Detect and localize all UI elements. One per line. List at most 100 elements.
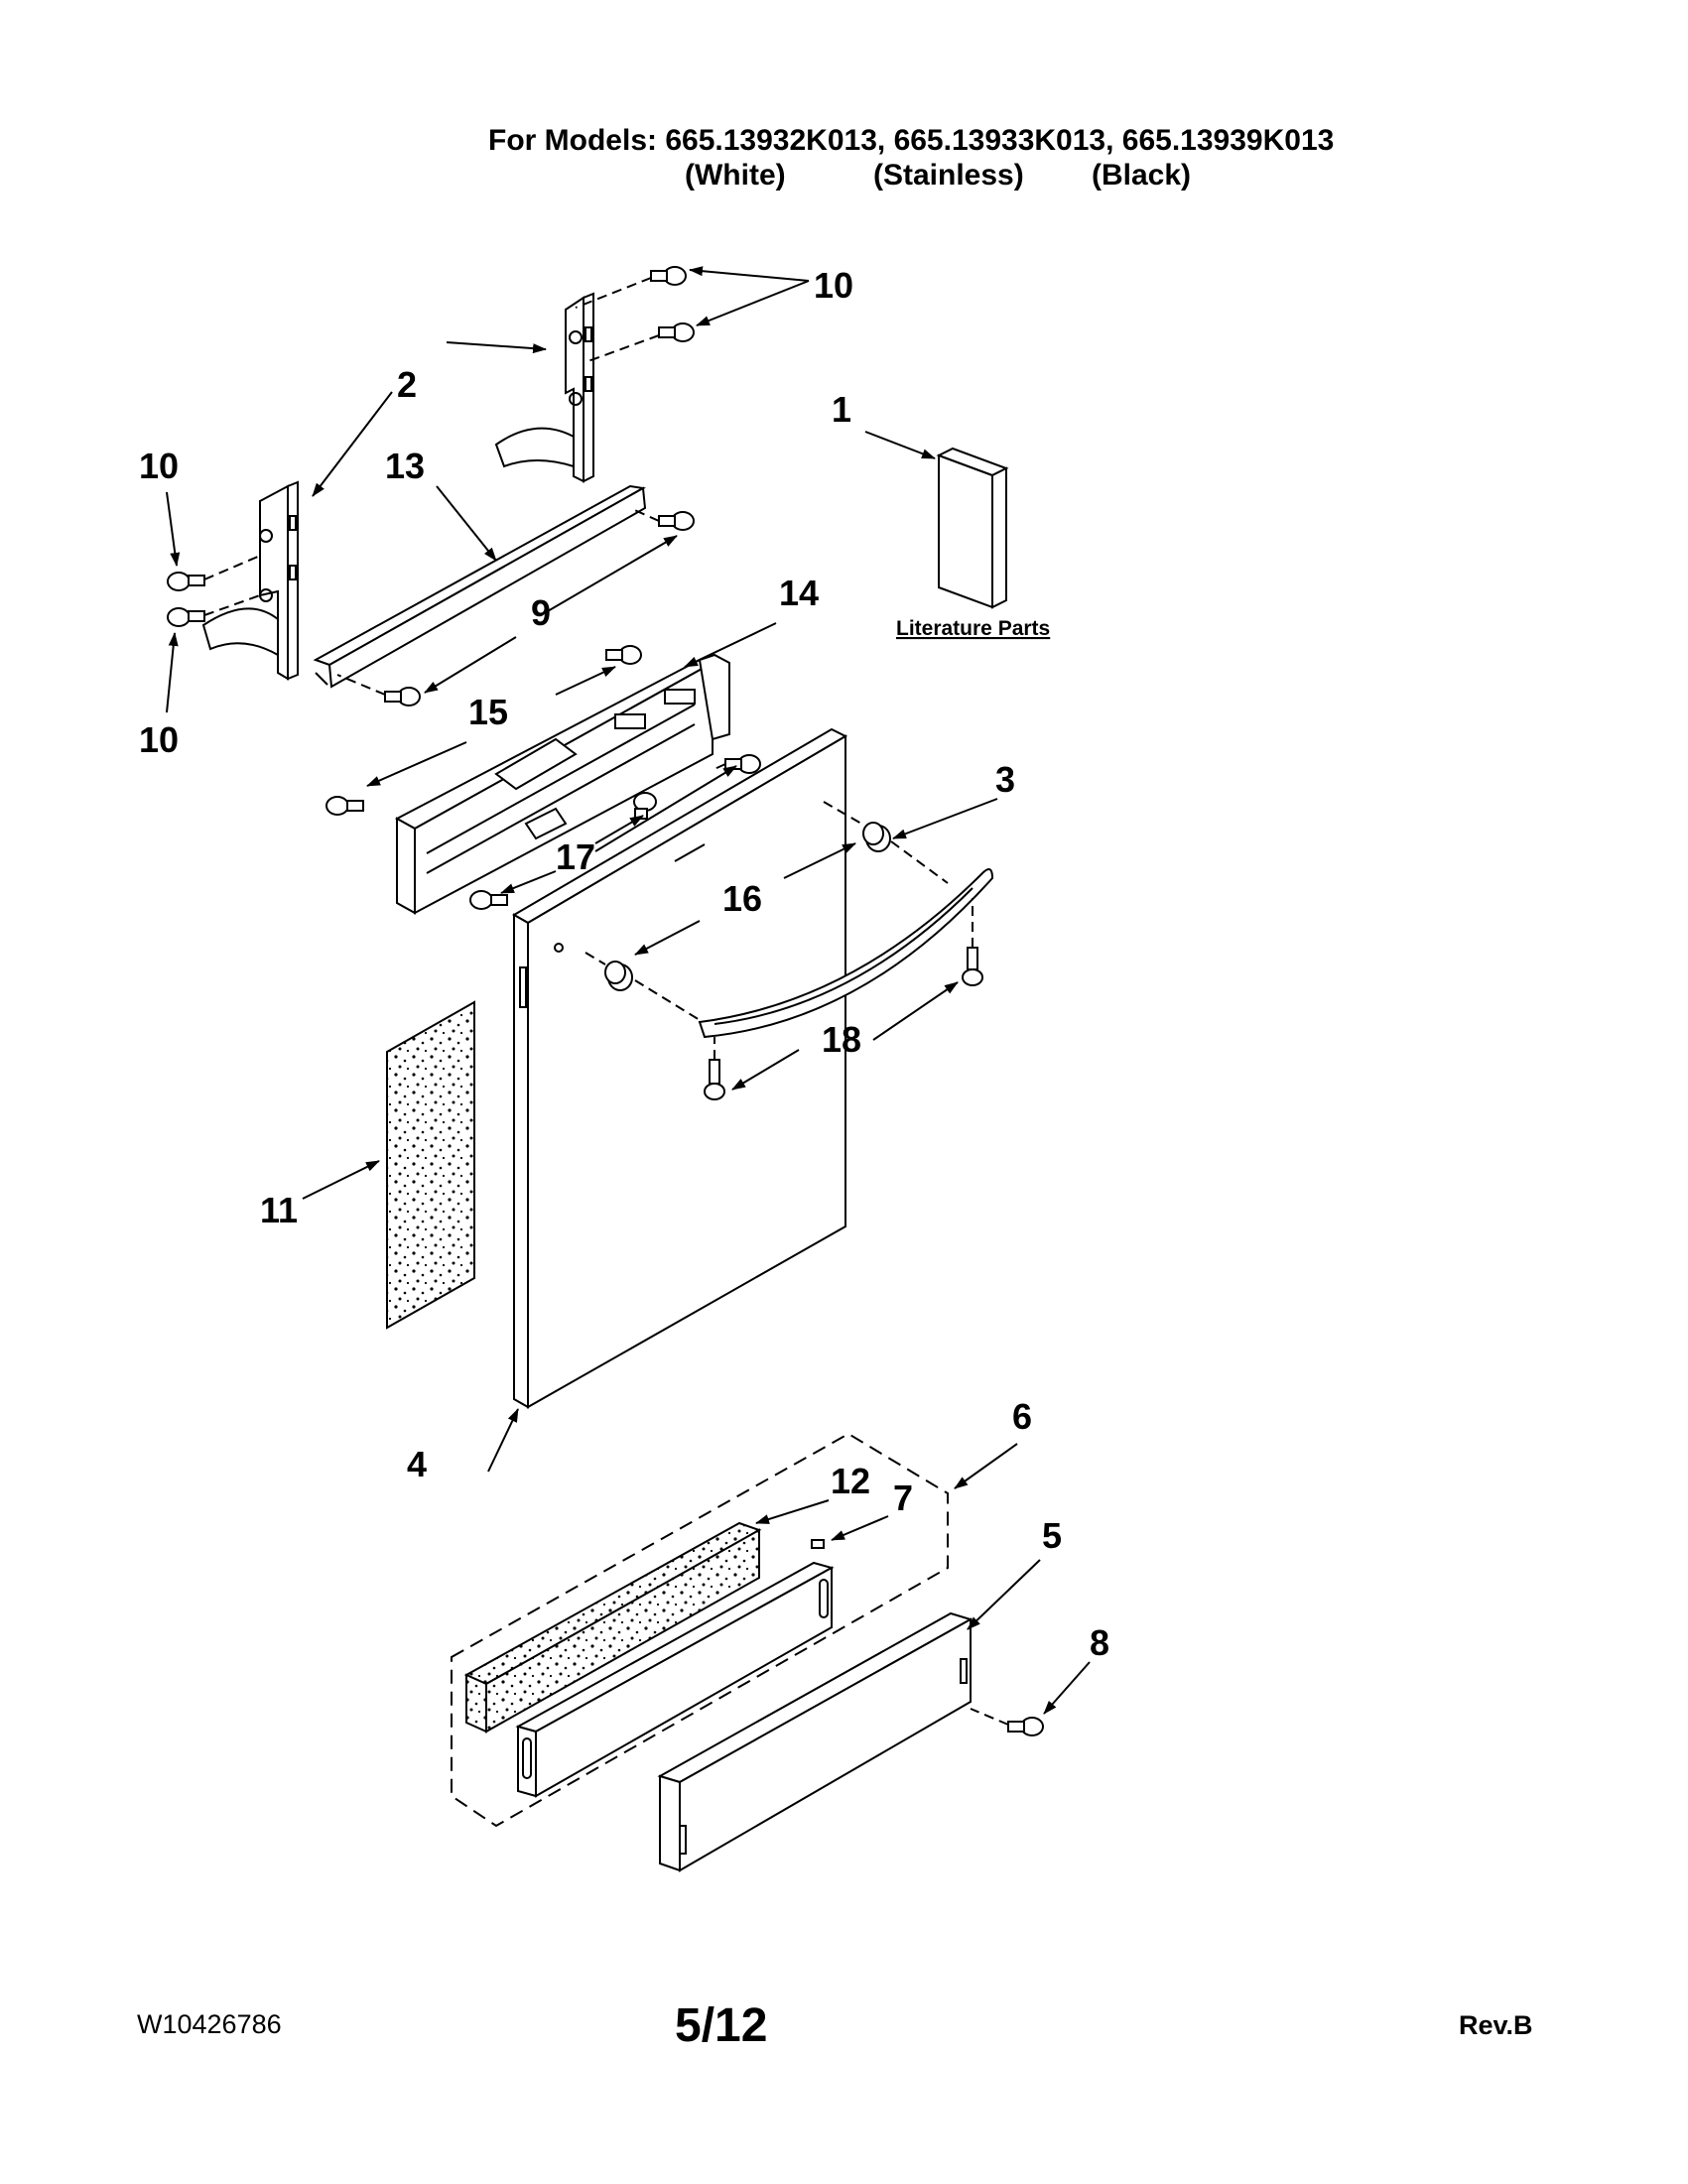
leader-17-right <box>594 765 737 852</box>
leader-10-left-a <box>166 491 181 567</box>
page-number: 5/12 <box>675 1999 768 2052</box>
leader-4 <box>487 1408 519 1473</box>
callout-5: 5 <box>1042 1515 1062 1556</box>
document-number: W10426786 <box>137 2009 282 2039</box>
leader-2b <box>312 391 393 497</box>
callout-10-left-bottom: 10 <box>139 719 179 760</box>
leader-16-right <box>783 842 856 879</box>
leader-10-top-b <box>696 280 810 326</box>
leader-9-left <box>424 636 517 694</box>
toe-clip <box>811 1539 825 1549</box>
callout-1: 1 <box>832 389 851 430</box>
dash-16 <box>584 952 606 965</box>
model-black: 665.13939K013 <box>1121 124 1335 157</box>
screw-10-top-a <box>650 266 687 286</box>
leader-1 <box>864 431 936 459</box>
toe-kit-box <box>451 1432 949 1828</box>
leader-17-center <box>594 815 644 844</box>
dash-3 <box>823 801 862 825</box>
callout-8: 8 <box>1090 1622 1109 1663</box>
leader-7 <box>831 1515 889 1541</box>
screw-17-center <box>633 792 657 820</box>
dash-handle-right <box>890 840 949 884</box>
screw-10-top-b <box>658 322 695 342</box>
dash-handle-left <box>634 979 701 1021</box>
dash-10-top-b <box>584 334 660 363</box>
handle-mount-left <box>604 961 633 991</box>
leader-6 <box>954 1443 1018 1489</box>
screw-9-left <box>384 687 421 707</box>
screw-9-right <box>658 511 695 531</box>
callout-4: 4 <box>407 1444 427 1484</box>
leader-2a <box>446 341 547 354</box>
dash-8 <box>970 1708 1009 1726</box>
callout-2: 2 <box>397 364 417 405</box>
callout-9: 9 <box>531 592 551 633</box>
toe-panel-outer <box>657 1611 974 1872</box>
dash-10-top-a <box>575 277 652 309</box>
hinge-bracket-right <box>494 292 594 483</box>
leader-3 <box>892 798 998 839</box>
revision: Rev.B <box>1459 2010 1533 2040</box>
toe-panel-inner <box>515 1561 835 1798</box>
leader-9-right <box>540 535 678 616</box>
callout-10-left-top: 10 <box>139 446 179 486</box>
model-stainless: 665.13933K013, <box>893 124 1114 157</box>
screw-18-left <box>704 1059 725 1100</box>
leader-5 <box>967 1559 1041 1630</box>
leader-10-top-a <box>689 266 810 282</box>
screw-10-left-a <box>167 572 205 591</box>
literature-parts-label: Literature Parts <box>896 617 1050 640</box>
leader-10-left-b <box>166 632 179 713</box>
callout-6: 6 <box>1012 1396 1032 1437</box>
leader-13 <box>436 485 497 562</box>
leader-8 <box>1043 1661 1091 1715</box>
leader-15-right <box>555 666 616 696</box>
leader-12 <box>755 1499 830 1524</box>
screw-8 <box>1007 1717 1044 1736</box>
screw-17-left <box>469 890 508 910</box>
leader-15-left <box>366 741 467 787</box>
dash-9-left <box>336 674 386 696</box>
color-stainless: (Stainless) <box>873 159 1024 192</box>
door-handle <box>698 868 994 1039</box>
color-black: (Black) <box>1092 159 1192 192</box>
leader-17-left <box>500 870 557 894</box>
literature-book <box>936 447 1009 609</box>
dash-17-right <box>714 763 726 770</box>
models-header-line: For Models: 665.13932K013, 665.13933K013… <box>488 124 1334 158</box>
callout-12: 12 <box>831 1461 870 1501</box>
models-label: For Models: <box>488 124 657 157</box>
callout-14: 14 <box>779 573 819 613</box>
screw-15-left <box>325 796 364 816</box>
handle-mount-right <box>862 822 891 852</box>
leader-11 <box>302 1160 380 1200</box>
leader-18-left <box>731 1049 800 1091</box>
dash-10-left-b <box>203 594 261 616</box>
callout-11: 11 <box>260 1190 298 1230</box>
dash-10-left-a <box>203 555 261 580</box>
door-panel <box>512 727 848 1409</box>
control-console <box>394 653 730 915</box>
leader-18-right <box>872 981 959 1041</box>
callout-13: 13 <box>385 446 425 486</box>
screw-10-left-b <box>167 607 205 627</box>
callout-16: 16 <box>722 878 762 919</box>
callout-3: 3 <box>995 759 1015 800</box>
hinge-bracket-left <box>201 480 299 681</box>
callout-18: 18 <box>822 1019 861 1060</box>
callout-7: 7 <box>893 1477 913 1518</box>
color-white: (White) <box>685 159 786 192</box>
leader-14 <box>684 622 777 668</box>
dash-9-right <box>629 507 660 522</box>
toe-foam-strip <box>463 1521 762 1734</box>
leader-16-left <box>634 920 701 956</box>
callout-15: 15 <box>468 692 508 732</box>
insulation-pad <box>386 1000 475 1330</box>
callout-17: 17 <box>556 836 595 877</box>
callout-10-top: 10 <box>814 265 853 306</box>
top-rail <box>313 484 647 689</box>
model-white: 665.13932K013, <box>665 124 886 157</box>
